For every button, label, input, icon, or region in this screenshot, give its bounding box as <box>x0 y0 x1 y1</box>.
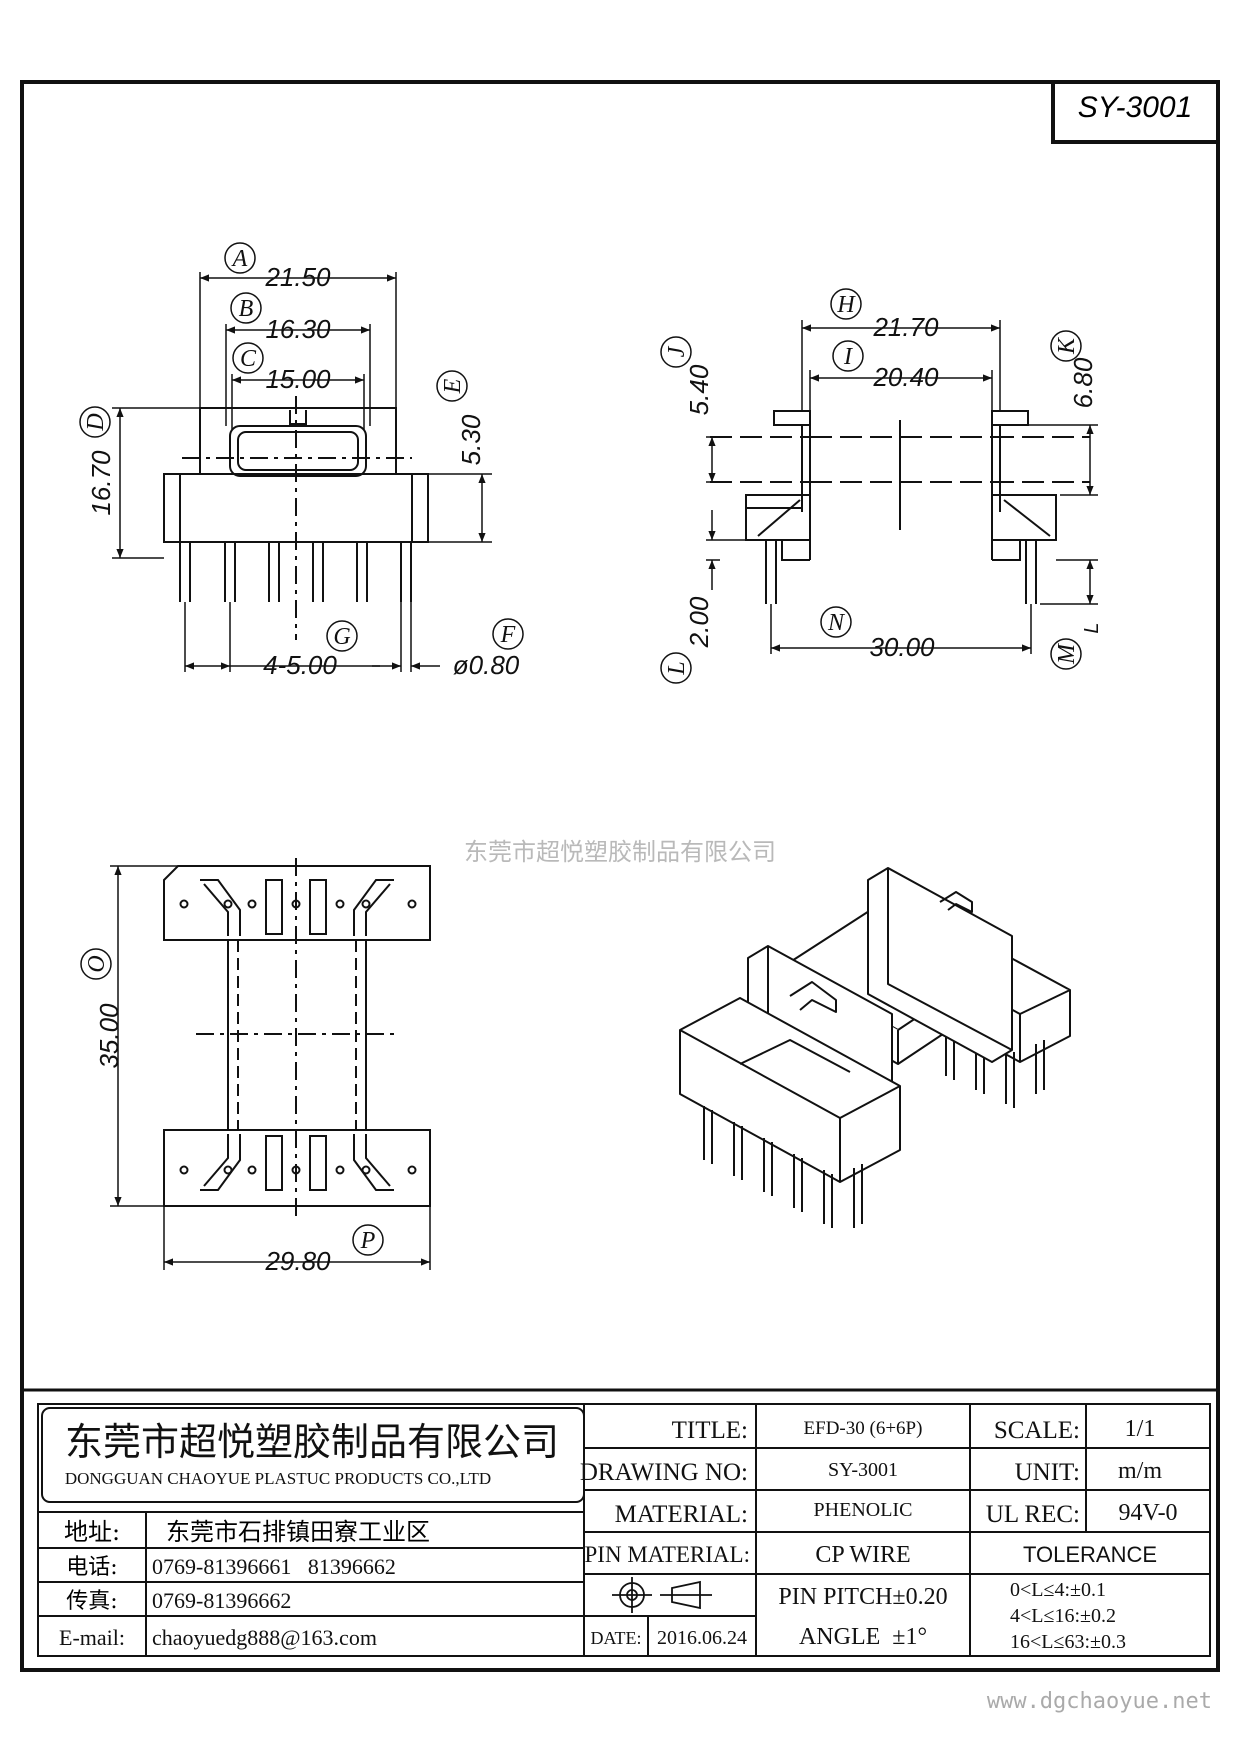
label-G: G <box>333 624 350 650</box>
dim-D: 16.70 <box>86 450 116 516</box>
label-O: O <box>84 955 110 972</box>
label-E: E <box>440 378 466 394</box>
sheet-frame <box>20 80 1220 1672</box>
dim-L: 2.00 <box>684 596 714 648</box>
label-J: J <box>664 345 690 357</box>
dim-A: 21.50 <box>264 262 331 292</box>
tolerance-2: 4<L≤16:±0.2 <box>1010 1605 1116 1627</box>
pin-material-value: CP WIRE <box>815 1542 910 1568</box>
company-name-en: DONGGUAN CHAOYUE PLASTUC PRODUCTS CO.,LT… <box>65 1469 491 1488</box>
unit-value: m/m <box>1118 1458 1162 1484</box>
ul-label: UL REC: <box>986 1501 1080 1528</box>
tolerance-1: 0<L≤4:±0.1 <box>1010 1579 1106 1601</box>
label-H: H <box>836 292 856 318</box>
pin-material-label: PIN MATERIAL: <box>585 1542 750 1567</box>
date-label: DATE: <box>591 1628 642 1648</box>
dim-I: 20.40 <box>872 362 939 392</box>
watermark: 东莞市超悦塑胶制品有限公司 <box>464 838 776 866</box>
label-D: D <box>83 413 109 431</box>
top-view-dimensions <box>110 865 431 1270</box>
phone-value: 0769-81396661 81396662 <box>152 1554 396 1579</box>
front-view <box>163 396 429 640</box>
title-label: TITLE: <box>672 1417 748 1444</box>
dim-F: ø0.80 <box>453 650 520 680</box>
label-K: K <box>1054 336 1080 355</box>
material-value: PHENOLIC <box>814 1499 913 1521</box>
label-L: L <box>664 661 690 675</box>
label-F: F <box>500 622 516 648</box>
part-code: SY-3001 <box>1078 91 1193 124</box>
label-N: N <box>827 610 846 636</box>
top-view-labels: O 35.00 P 29.80 <box>80 948 384 1276</box>
dim-M-sub: L <box>1081 622 1103 633</box>
fax-label: 传真: <box>66 1589 117 1614</box>
isometric-view <box>679 867 1071 1228</box>
dim-H: 21.70 <box>872 312 939 342</box>
title-block-text: 东莞市超悦塑胶制品有限公司 DONGGUAN CHAOYUE PLASTUC P… <box>59 1416 1178 1653</box>
dim-P: 29.80 <box>264 1246 331 1276</box>
title-block <box>22 1388 1218 1657</box>
dim-K: 6.80 <box>1068 357 1098 408</box>
label-B: B <box>239 296 254 322</box>
scale-value: 1/1 <box>1125 1416 1156 1442</box>
dim-J: 5.40 <box>684 364 714 415</box>
dim-E: 5.30 <box>456 414 486 465</box>
tolerance-label: TOLERANCE <box>1023 1542 1157 1567</box>
scale-label: SCALE: <box>994 1417 1080 1444</box>
label-I: I <box>843 344 853 370</box>
label-P: P <box>360 1228 376 1254</box>
email-label: E-mail: <box>59 1625 125 1650</box>
tolerance-3: 16<L≤63:±0.3 <box>1010 1631 1126 1653</box>
label-C: C <box>240 346 257 372</box>
dim-G: 4-5.00 <box>263 650 337 680</box>
material-label: MATERIAL: <box>615 1501 748 1528</box>
angle: ANGLE ±1° <box>799 1624 927 1650</box>
third-angle-projection-icon <box>612 1577 712 1613</box>
side-view <box>710 410 1090 604</box>
dim-B: 16.30 <box>265 314 331 344</box>
label-M: M <box>1054 642 1080 665</box>
title-value: EFD-30 (6+6P) <box>804 1418 923 1439</box>
front-view-labels: A 21.50 B 16.30 C 15.00 D 16.70 E 5.30 G… <box>79 242 524 680</box>
label-A: A <box>231 246 248 272</box>
fax-value: 0769-81396662 <box>152 1588 291 1613</box>
dim-N: 30.00 <box>869 632 935 662</box>
website: www.dgchaoyue.net <box>987 1689 1212 1714</box>
pin-pitch: PIN PITCH±0.20 <box>778 1584 947 1610</box>
phone-label: 电话: <box>66 1555 117 1580</box>
address-label: 地址: <box>64 1518 120 1546</box>
ul-value: 94V-0 <box>1118 1500 1177 1526</box>
dim-C: 15.00 <box>265 364 331 394</box>
email-value: chaoyuedg888@163.com <box>152 1625 377 1650</box>
date-value: 2016.06.24 <box>657 1627 747 1649</box>
top-view <box>163 858 431 1216</box>
company-name-cn: 东莞市超悦塑胶制品有限公司 <box>65 1420 559 1464</box>
drawing-no-label: DRAWING NO: <box>580 1459 748 1486</box>
front-view-dimensions <box>112 272 492 672</box>
side-view-dimensions <box>706 320 1098 654</box>
dim-O: 35.00 <box>94 1003 124 1069</box>
drawing-no-value: SY-3001 <box>828 1459 898 1481</box>
part-code-box: SY-3001 <box>1051 80 1220 144</box>
unit-label: UNIT: <box>1015 1459 1080 1486</box>
side-view-labels: H 21.70 I 20.40 J 5.40 K 6.80 L 2.00 M L… <box>660 288 1103 684</box>
address-value: 东莞市石排镇田寮工业区 <box>166 1518 430 1546</box>
